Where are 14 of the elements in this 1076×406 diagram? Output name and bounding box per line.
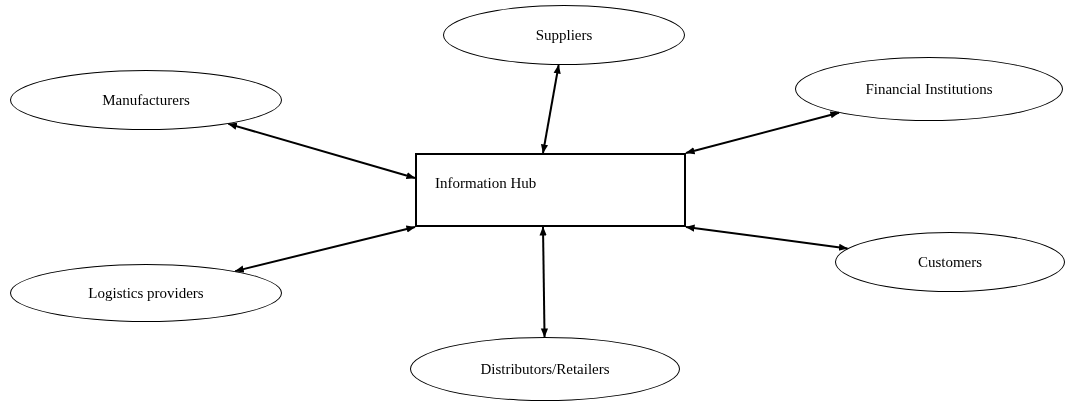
node-label: Distributors/Retailers: [480, 360, 610, 378]
node-label: Logistics providers: [88, 284, 204, 302]
node-label: Manufacturers: [102, 91, 190, 109]
double-arrow: [685, 224, 849, 251]
double-arrow: [540, 63, 561, 154]
hub-box: [415, 153, 686, 227]
node-label: Suppliers: [535, 26, 593, 44]
node-label: Information Hub: [435, 175, 537, 192]
node-label: Customers: [917, 253, 983, 271]
double-arrow: [234, 225, 416, 273]
double-arrow: [539, 226, 549, 338]
double-arrow: [685, 111, 840, 155]
double-arrow: [227, 122, 416, 180]
node-label: Financial Institutions: [865, 80, 993, 98]
